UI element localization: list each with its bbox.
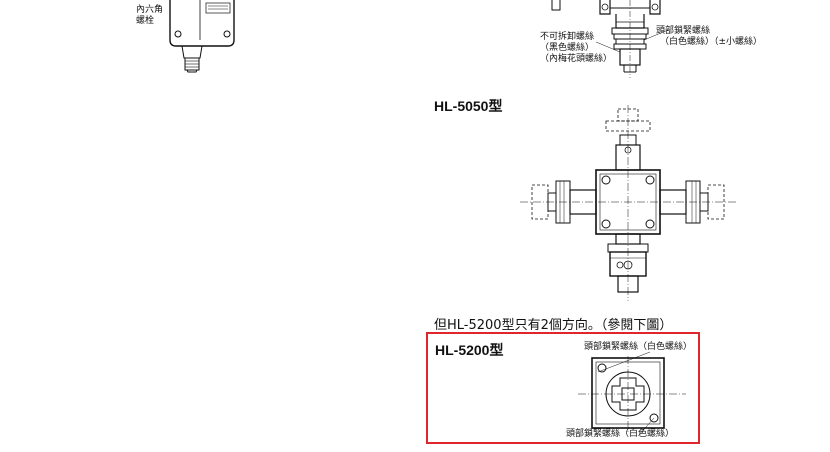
hl5050-cross-diagram — [520, 105, 736, 301]
hex-bolt-label-line-2: 螺栓 — [136, 16, 155, 26]
hex-bolt-label: 內六角 螺栓 — [136, 5, 166, 27]
fixed-screw-label-line-1: 不可拆卸螺絲 — [540, 32, 595, 42]
left-device-drawing — [169, 0, 235, 73]
left-device-fragment: 內六角 螺栓 — [130, 0, 240, 80]
hl5200-diagram — [578, 351, 686, 437]
top-diagram-fragment: 不可拆卸螺絲 （黑色螺絲） （內梅花頭螺絲） 頭部鎖緊螺絲 （白色螺絲）（±小螺… — [540, 0, 780, 80]
fixed-screw-label: 不可拆卸螺絲 （黑色螺絲） （內梅花頭螺絲） — [540, 32, 612, 65]
fixed-screw-label-line-3: （內梅花頭螺絲） — [540, 54, 613, 64]
hl5200-top-screw-label: 頭部鎖緊螺絲（白色螺絲） — [584, 342, 693, 352]
hl5200-highlight-box: HL-5200型 頭部鎖緊螺絲（白色螺絲） 頭部鎖緊螺絲（白色螺絲） — [426, 332, 700, 444]
hl5200-title: HL-5200型 — [435, 342, 504, 358]
fixed-screw-label-line-2: （黑色螺絲） — [540, 43, 595, 53]
head-lock-screw-label-line-2: （白色螺絲）（±小螺絲） — [660, 37, 763, 47]
direction-note: 但HL-5200型只有2個方向。（參閱下圖） — [434, 318, 673, 333]
top-diagram-drawing — [551, 0, 669, 78]
hl5050-title: HL-5050型 — [434, 98, 503, 114]
head-lock-screw-label-line-1: 頭部鎖緊螺絲 — [656, 26, 711, 36]
head-lock-screw-label: 頭部鎖緊螺絲 （白色螺絲）（±小螺絲） — [656, 26, 762, 48]
hl5200-bottom-screw-label: 頭部鎖緊螺絲（白色螺絲） — [566, 429, 675, 439]
hex-bolt-label-line-1: 內六角 — [136, 5, 164, 15]
